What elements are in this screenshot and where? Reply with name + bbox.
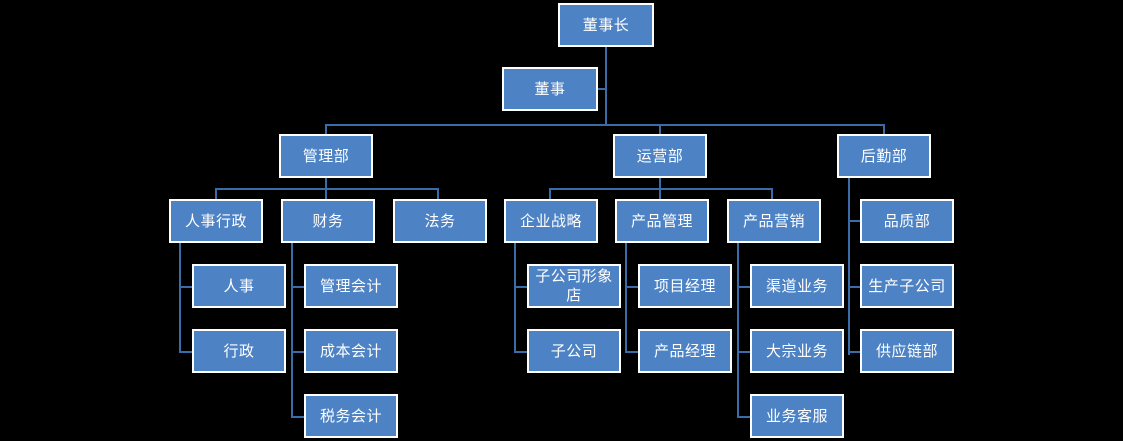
connector-management-down (325, 177, 327, 189)
connector-marketing-stub-channel (737, 286, 751, 288)
node-legal[interactable]: 法务 (393, 199, 487, 243)
connector-strategy-spine (514, 242, 516, 352)
node-product-marketing[interactable]: 产品营销 (727, 199, 821, 243)
node-cost-accounting[interactable]: 成本会计 (304, 329, 398, 373)
connector-hr-admin-spine (179, 242, 181, 352)
connector-chairman-spine (605, 46, 607, 125)
node-subsidiary-label: 子公司 (550, 341, 598, 360)
node-corp-strategy-label: 企业战略 (519, 211, 582, 230)
node-product-manager-label: 产品经理 (653, 341, 716, 360)
connector-management-drop-finance (325, 188, 327, 199)
node-bulk-business[interactable]: 大宗业务 (750, 329, 844, 373)
connector-level2-drop-logistics (883, 124, 885, 135)
connector-logistics-stub-quality (848, 220, 861, 222)
connector-hr-admin-stub-admin (179, 351, 193, 353)
node-admin-label: 行政 (223, 341, 255, 360)
connector-level2-drop-operations (659, 124, 661, 135)
node-logistics-dept-label: 后勤部 (860, 146, 908, 165)
node-project-manager[interactable]: 项目经理 (638, 264, 732, 308)
node-supply-chain-dept-label: 供应链部 (875, 341, 938, 360)
node-product-manager[interactable]: 产品经理 (638, 329, 732, 373)
node-supply-chain-dept[interactable]: 供应链部 (860, 329, 954, 373)
node-chairman-label: 董事长 (582, 15, 630, 34)
connector-operations-bus (549, 188, 773, 190)
connector-management-bus (215, 188, 439, 190)
connector-logistics-stub-supply (848, 351, 861, 353)
node-finance-label: 财务 (312, 211, 344, 230)
node-management-dept-label: 管理部 (302, 146, 350, 165)
node-quality-dept-label: 品质部 (883, 211, 931, 230)
connector-hr-admin-stub-hr (179, 286, 193, 288)
connector-level2-drop-management (325, 124, 327, 135)
node-product-mgmt[interactable]: 产品管理 (615, 199, 709, 243)
connector-finance-stub-mgmt-acc (291, 286, 305, 288)
node-subsidiary[interactable]: 子公司 (527, 329, 621, 373)
connector-finance-spine (291, 242, 293, 417)
node-hr-label: 人事 (223, 276, 255, 295)
node-mgmt-accounting-label: 管理会计 (319, 276, 382, 295)
node-operations-dept[interactable]: 运营部 (613, 134, 707, 178)
node-business-service-label: 业务客服 (765, 406, 828, 425)
node-legal-label: 法务 (424, 211, 456, 230)
node-management-dept[interactable]: 管理部 (279, 134, 373, 178)
node-director[interactable]: 董事 (502, 67, 598, 111)
node-corp-strategy[interactable]: 企业战略 (504, 199, 598, 243)
connector-product-mgmt-stub-product (625, 351, 639, 353)
connector-product-mgmt-stub-project (625, 286, 639, 288)
connector-director-stub (595, 88, 607, 90)
connector-strategy-stub-image-store (514, 286, 528, 288)
node-finance[interactable]: 财务 (281, 199, 375, 243)
node-tax-accounting[interactable]: 税务会计 (304, 394, 398, 438)
connector-operations-drop-product-mgmt (659, 188, 661, 199)
node-logistics-dept[interactable]: 后勤部 (837, 134, 931, 178)
node-director-label: 董事 (534, 79, 566, 98)
connector-marketing-stub-bulk (737, 351, 751, 353)
node-product-mgmt-label: 产品管理 (630, 211, 693, 230)
connector-marketing-spine (737, 242, 739, 417)
connector-level2-bus (325, 124, 885, 126)
node-hr-admin[interactable]: 人事行政 (169, 199, 263, 243)
connector-management-drop-hr-admin (215, 188, 217, 199)
connector-logistics-stub-production (848, 286, 861, 288)
connector-product-mgmt-spine (625, 242, 627, 352)
node-admin[interactable]: 行政 (192, 329, 286, 373)
node-hr-admin-label: 人事行政 (184, 211, 247, 230)
node-subsidiary-image-store[interactable]: 子公司形象店 (527, 264, 621, 308)
node-hr[interactable]: 人事 (192, 264, 286, 308)
node-quality-dept[interactable]: 品质部 (860, 199, 954, 243)
connector-finance-stub-tax-acc (291, 416, 305, 418)
node-production-subsidiary-label: 生产子公司 (868, 276, 946, 295)
node-bulk-business-label: 大宗业务 (765, 341, 828, 360)
node-mgmt-accounting[interactable]: 管理会计 (304, 264, 398, 308)
node-subsidiary-image-store-label: 子公司形象店 (535, 267, 613, 304)
connector-operations-drop-marketing (771, 188, 773, 199)
node-cost-accounting-label: 成本会计 (319, 341, 382, 360)
connector-management-drop-legal (437, 188, 439, 199)
node-product-marketing-label: 产品营销 (742, 211, 805, 230)
connector-operations-drop-strategy (549, 188, 551, 199)
node-operations-dept-label: 运营部 (636, 146, 684, 165)
connector-logistics-spine (848, 177, 850, 355)
node-channel-business-label: 渠道业务 (765, 276, 828, 295)
node-channel-business[interactable]: 渠道业务 (750, 264, 844, 308)
node-chairman[interactable]: 董事长 (558, 3, 654, 47)
node-business-service[interactable]: 业务客服 (750, 394, 844, 438)
connector-operations-down (659, 177, 661, 189)
node-tax-accounting-label: 税务会计 (319, 406, 382, 425)
connector-strategy-stub-subsidiary (514, 351, 528, 353)
node-project-manager-label: 项目经理 (653, 276, 716, 295)
node-production-subsidiary[interactable]: 生产子公司 (860, 264, 954, 308)
connector-finance-stub-cost-acc (291, 351, 305, 353)
connector-marketing-stub-service (737, 416, 751, 418)
